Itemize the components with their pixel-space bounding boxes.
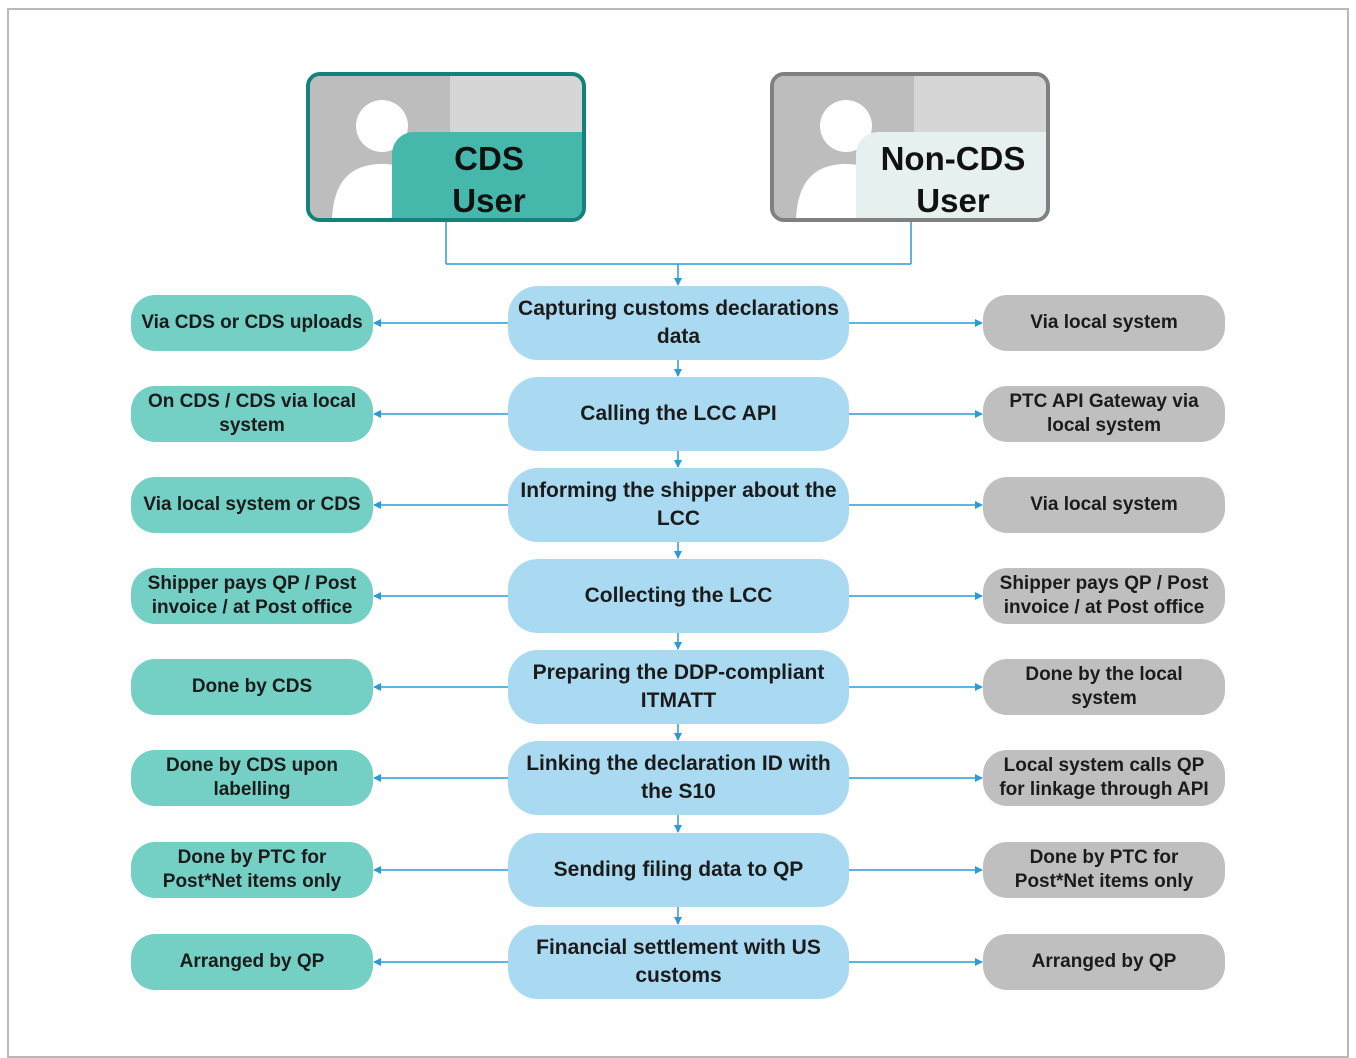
step-5-cds-path: Done by CDS bbox=[131, 659, 373, 715]
step-7-noncds-path: Done by PTC for Post*Net items only bbox=[983, 842, 1225, 898]
cds-user-line2: User bbox=[452, 182, 526, 219]
step-2-center: Calling the LCC API bbox=[508, 377, 849, 451]
step-1-noncds-path: Via local system bbox=[983, 295, 1225, 351]
step-8-center: Financial settlement with US customs bbox=[508, 925, 849, 999]
cds-user-card: CDS User bbox=[306, 72, 586, 222]
step-3-noncds-path: Via local system bbox=[983, 477, 1225, 533]
step-5-noncds-path: Done by the local system bbox=[983, 659, 1225, 715]
step-2-cds-path: On CDS / CDS via local system bbox=[131, 386, 373, 442]
step-2-noncds-path: PTC API Gateway via local system bbox=[983, 386, 1225, 442]
step-3-cds-path: Via local system or CDS bbox=[131, 477, 373, 533]
step-3-center: Informing the shipper about the LCC bbox=[508, 468, 849, 542]
cds-user-label: CDS User bbox=[414, 138, 564, 219]
step-8-cds-path: Arranged by QP bbox=[131, 934, 373, 990]
step-5-center: Preparing the DDP-compliant ITMATT bbox=[508, 650, 849, 724]
step-4-cds-path: Shipper pays QP / Post invoice / at Post… bbox=[131, 568, 373, 624]
step-6-cds-path: Done by CDS upon labelling bbox=[131, 750, 373, 806]
noncds-user-line2: User bbox=[916, 182, 990, 219]
step-1-center: Capturing customs declarations data bbox=[508, 286, 849, 360]
noncds-user-card: Non-CDS User bbox=[770, 72, 1050, 222]
step-4-center: Collecting the LCC bbox=[508, 559, 849, 633]
step-7-cds-path: Done by PTC for Post*Net items only bbox=[131, 842, 373, 898]
step-1-cds-path: Via CDS or CDS uploads bbox=[131, 295, 373, 351]
noncds-user-label: Non-CDS User bbox=[878, 138, 1028, 219]
step-4-noncds-path: Shipper pays QP / Post invoice / at Post… bbox=[983, 568, 1225, 624]
noncds-user-line1: Non-CDS bbox=[880, 140, 1026, 177]
step-6-center: Linking the declaration ID with the S10 bbox=[508, 741, 849, 815]
step-7-center: Sending filing data to QP bbox=[508, 833, 849, 907]
cds-user-line1: CDS bbox=[454, 140, 524, 177]
step-8-noncds-path: Arranged by QP bbox=[983, 934, 1225, 990]
step-6-noncds-path: Local system calls QP for linkage throug… bbox=[983, 750, 1225, 806]
